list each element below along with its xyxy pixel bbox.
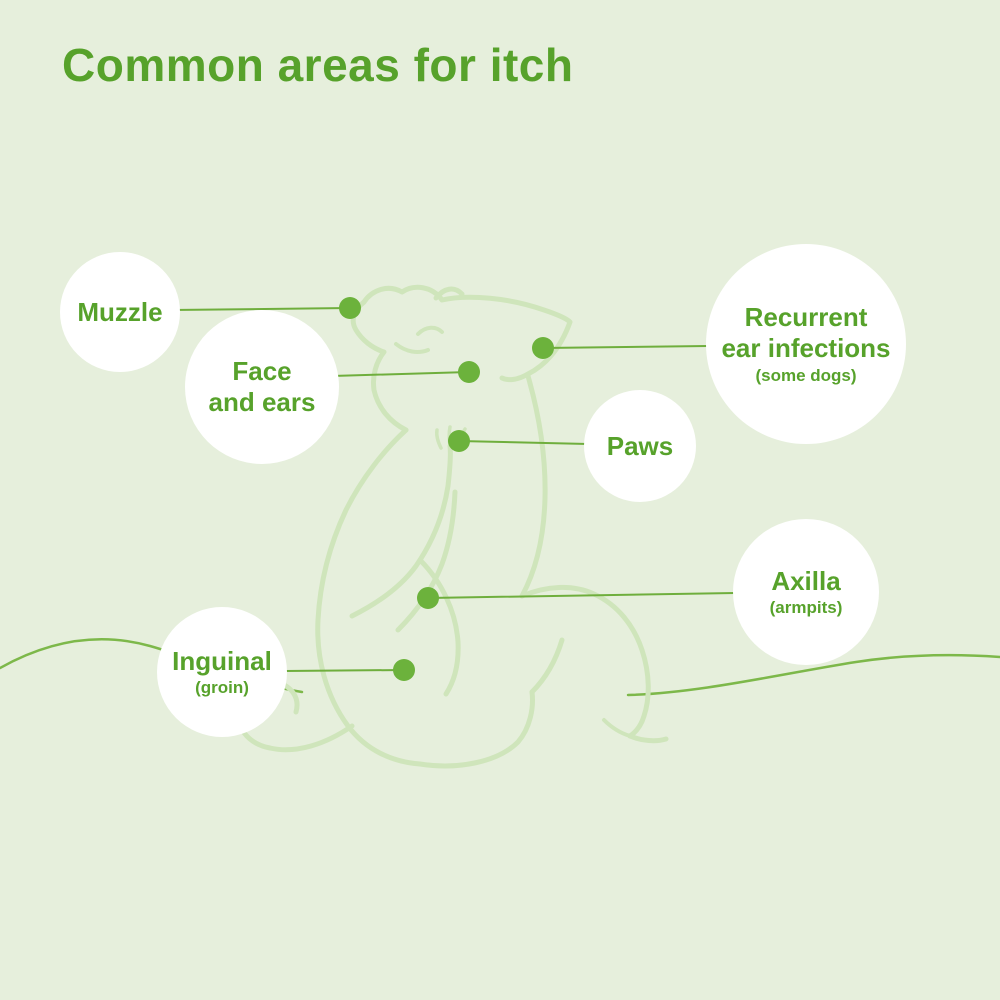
callout-axilla-label: Axilla [771, 565, 841, 596]
callout-face-and-ears: Face and ears [185, 310, 339, 464]
connector-lines [171, 307, 736, 672]
callout-face-line2: and ears [208, 387, 316, 417]
callout-paws-label: Paws [606, 430, 674, 461]
marker-axilla [417, 587, 439, 609]
connector-paws [458, 440, 589, 445]
callout-inguinal: Inguinal (groin) [157, 607, 287, 737]
connector-ear-infections [542, 345, 709, 349]
callout-inguinal-sub: (groin) [195, 678, 249, 698]
callout-ear-infections-line1: Recurrent [744, 302, 868, 333]
marker-muzzle [339, 297, 361, 319]
callout-axilla-sub: (armpits) [769, 598, 843, 618]
marker-paws [448, 430, 470, 452]
callout-muzzle: Muzzle [60, 252, 180, 372]
callout-ear-infections-sub: (some dogs) [755, 365, 857, 385]
point-markers [339, 297, 554, 681]
connector-axilla [427, 592, 736, 599]
marker-inguinal [393, 659, 415, 681]
connector-muzzle [171, 307, 351, 311]
callout-face-line1: Face [232, 356, 292, 387]
connector-inguinal [284, 669, 405, 672]
page-title: Common areas for itch [62, 39, 574, 91]
connector-face-and-ears [331, 371, 470, 377]
callout-axilla: Axilla (armpits) [733, 519, 879, 665]
callout-ear-infections-line2: ear infections [721, 332, 891, 363]
marker-ear-infections [532, 337, 554, 359]
callout-inguinal-label: Inguinal [172, 645, 272, 676]
callout-paws: Paws [584, 390, 696, 502]
callout-ear-infections: Recurrent ear infections (some dogs) [706, 244, 906, 444]
callout-muzzle-label: Muzzle [77, 296, 163, 327]
marker-face-and-ears [458, 361, 480, 383]
